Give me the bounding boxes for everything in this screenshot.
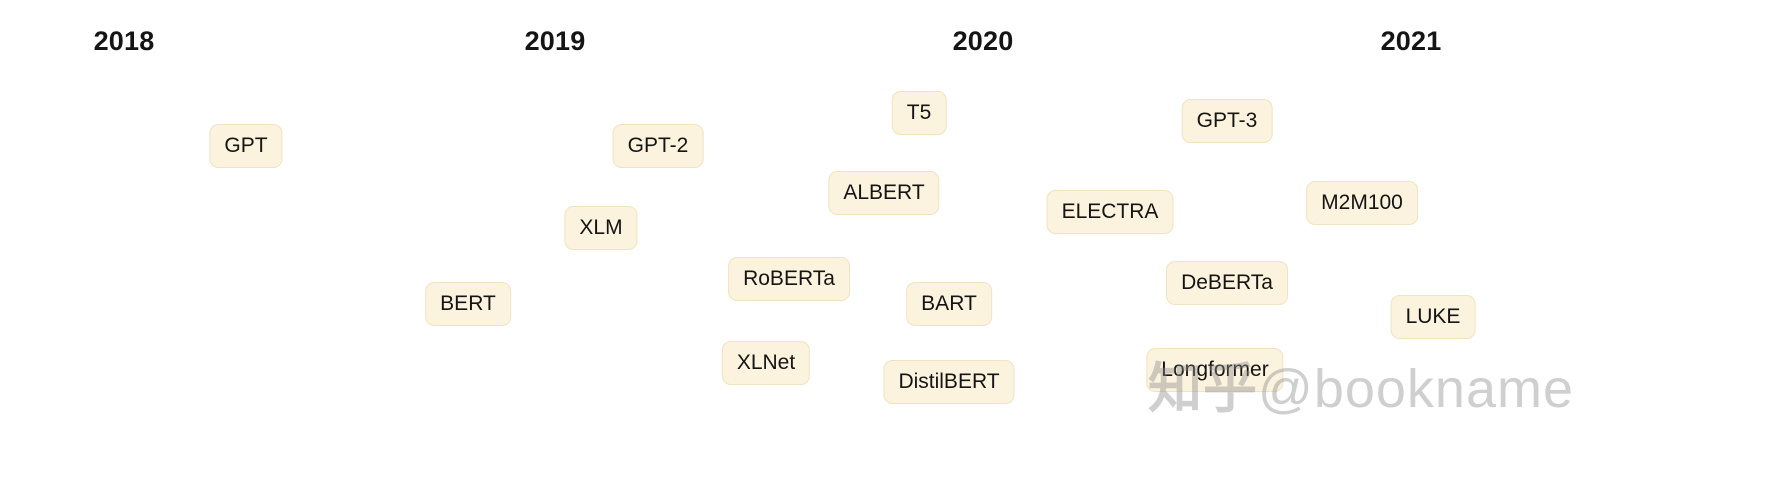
year-label-2018: 2018 (93, 26, 155, 56)
model-node[interactable]: GPT (209, 124, 283, 168)
model-node[interactable]: M2M100 (1306, 181, 1418, 225)
model-node[interactable]: Longformer (1146, 348, 1284, 392)
watermark-handle-text: @bookname (1258, 359, 1574, 419)
model-node[interactable]: XLNet (721, 341, 811, 385)
year-label-2019: 2019 (524, 26, 586, 56)
model-node[interactable]: BART (906, 282, 992, 326)
model-node[interactable]: DeBERTa (1166, 261, 1288, 305)
model-node[interactable]: BERT (425, 282, 511, 326)
model-node[interactable]: ALBERT (828, 171, 940, 215)
year-label-2020: 2020 (952, 26, 1014, 56)
year-label-2021: 2021 (1380, 26, 1442, 56)
model-node[interactable]: RoBERTa (728, 257, 850, 301)
model-node[interactable]: XLM (564, 206, 638, 250)
model-node[interactable]: GPT-3 (1181, 99, 1273, 143)
model-node[interactable]: ELECTRA (1046, 190, 1174, 234)
model-node[interactable]: T5 (891, 91, 947, 135)
model-node[interactable]: LUKE (1390, 295, 1476, 339)
model-node[interactable]: GPT-2 (612, 124, 704, 168)
model-node[interactable]: DistilBERT (883, 360, 1015, 404)
